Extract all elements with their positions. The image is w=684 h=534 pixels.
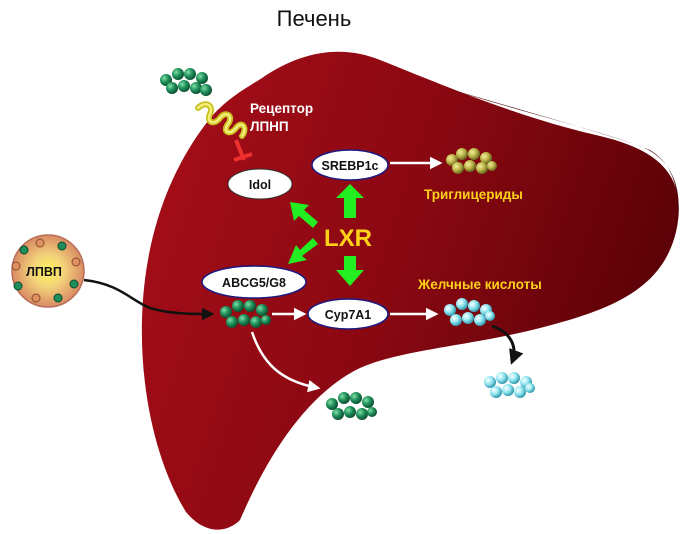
abcg-node: [201, 265, 307, 299]
arrow-lxr-to-idol: [290, 202, 318, 228]
idol-label: Idol: [249, 178, 271, 192]
hdl-label: ЛПВП: [26, 265, 62, 279]
abcg-label: ABCG5/G8: [222, 276, 286, 290]
hdl-uptake-arrow: [83, 278, 215, 321]
page-title: Печень: [277, 6, 352, 31]
bile-acids-label: Желчные кислоты: [417, 277, 542, 292]
bile-secretion-arrow: [491, 324, 524, 365]
cyp-node: [307, 298, 389, 330]
secreted-cholesterol-cluster: [326, 392, 377, 420]
ldl-receptor-label-line2: ЛПНП: [250, 119, 289, 134]
triglycerides-label: Триглицериды: [424, 187, 523, 202]
triglyceride-cluster: [446, 148, 497, 174]
hdl-particle: [11, 234, 85, 308]
arrow-lxr-to-srebp: [336, 184, 364, 218]
arrow-lxr-to-abcg: [288, 238, 318, 264]
cyp-label: Cyp7A1: [325, 308, 372, 322]
lxr-activation-arrows: [288, 184, 364, 286]
arrow-lxr-to-cyp: [336, 256, 364, 286]
ldl-receptor-label-line1: Рецептор: [250, 101, 313, 116]
srebp-node: [311, 149, 389, 181]
idol-node: [227, 168, 293, 200]
cholesterol-cluster: [220, 300, 271, 328]
cholesterol-efflux-arrow: [250, 331, 321, 393]
srebp-label: SREBP1c: [322, 159, 379, 173]
ldl-particle-cluster: [160, 68, 212, 96]
bile-acid-cluster: [444, 298, 495, 326]
secreted-bile-acid-cluster: [484, 372, 535, 398]
lxr-label: LXR: [324, 225, 372, 252]
ldl-receptor-icon: [195, 101, 253, 162]
